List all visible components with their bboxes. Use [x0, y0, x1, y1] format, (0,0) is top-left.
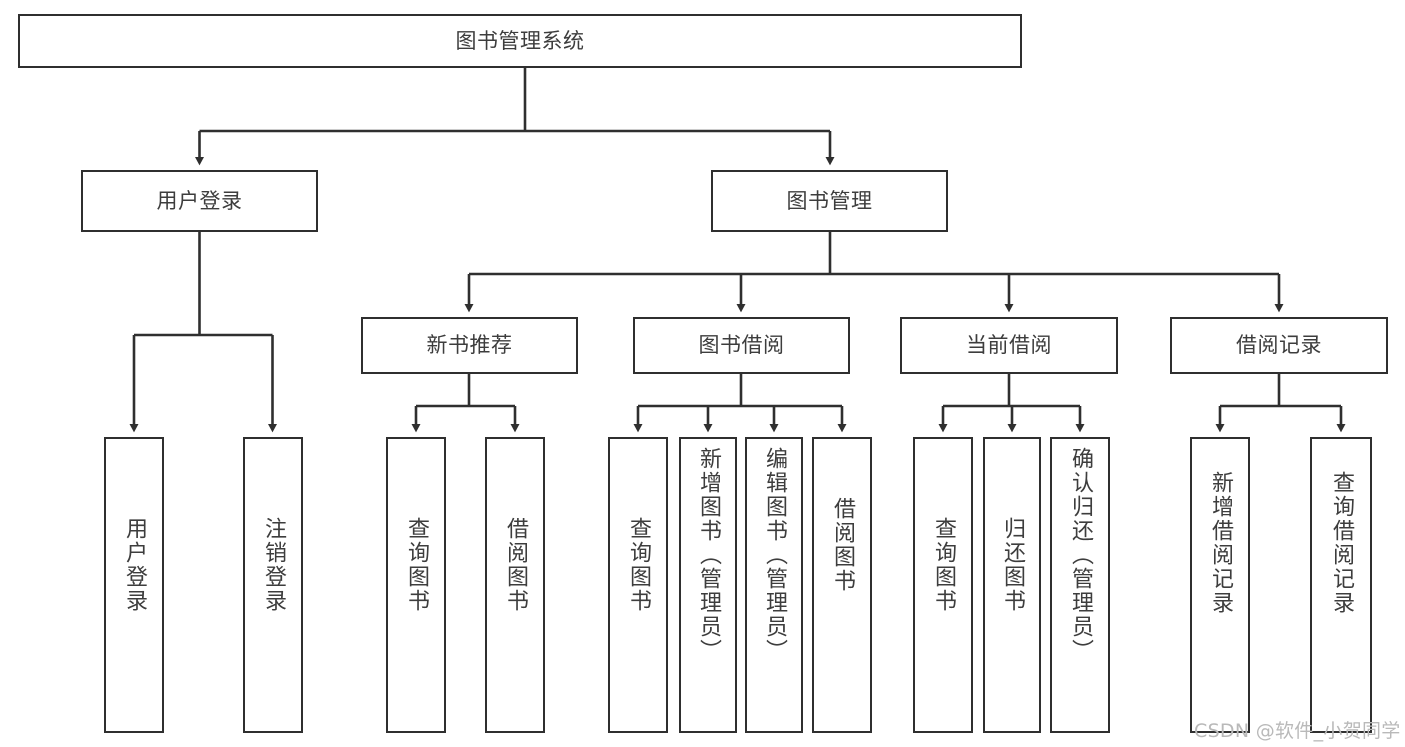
node-leaf-query-book-recommend[interactable]: 查询图书	[386, 437, 446, 733]
node-leaf-edit-book-admin[interactable]: 编辑图书（管理员）	[745, 437, 803, 733]
node-leaf-borrow-book-recommend[interactable]: 借阅图书	[485, 437, 545, 733]
node-label: 查询借阅记录	[1329, 471, 1354, 615]
node-label: 新增借阅记录	[1208, 471, 1233, 615]
node-label: 确认归还（管理员）	[1068, 447, 1093, 663]
node-leaf-user-login[interactable]: 用户登录	[104, 437, 164, 733]
node-label: 图书借阅	[698, 333, 785, 358]
node-label: 归还图书	[1000, 517, 1025, 613]
node-label: 查询图书	[404, 517, 429, 613]
node-new-book-recommend[interactable]: 新书推荐	[361, 317, 578, 374]
node-label: 用户登录	[156, 188, 243, 213]
csdn-watermark: CSDN @软件_小贺同学	[1194, 720, 1401, 742]
node-user-login[interactable]: 用户登录	[81, 170, 318, 232]
node-book-management[interactable]: 图书管理	[711, 170, 948, 232]
node-borrow-record[interactable]: 借阅记录	[1170, 317, 1388, 374]
node-label: 图书管理	[786, 188, 873, 213]
node-label: 编辑图书（管理员）	[762, 447, 787, 663]
node-label: 查询图书	[626, 517, 651, 613]
node-leaf-add-borrow-record[interactable]: 新增借阅记录	[1190, 437, 1250, 733]
node-label: 图书管理系统	[455, 28, 585, 53]
node-leaf-logout-login[interactable]: 注销登录	[243, 437, 303, 733]
node-current-borrow[interactable]: 当前借阅	[900, 317, 1118, 374]
node-label: 查询图书	[931, 517, 956, 613]
node-label: 借阅记录	[1236, 333, 1322, 358]
node-label: 借阅图书	[503, 517, 528, 613]
node-label: 新书推荐	[426, 333, 513, 358]
node-book-borrow[interactable]: 图书借阅	[633, 317, 850, 374]
node-leaf-query-book-borrow[interactable]: 查询图书	[608, 437, 668, 733]
node-label: 用户登录	[122, 517, 147, 613]
node-label: 当前借阅	[966, 333, 1052, 358]
node-label: 借阅图书	[830, 497, 855, 593]
node-leaf-confirm-return-admin[interactable]: 确认归还（管理员）	[1050, 437, 1110, 733]
node-label: 新增图书（管理员）	[696, 447, 721, 663]
node-leaf-add-book-admin[interactable]: 新增图书（管理员）	[679, 437, 737, 733]
node-leaf-query-book-current[interactable]: 查询图书	[913, 437, 973, 733]
node-root-system[interactable]: 图书管理系统	[18, 14, 1022, 68]
node-leaf-return-book[interactable]: 归还图书	[983, 437, 1041, 733]
node-leaf-borrow-book[interactable]: 借阅图书	[812, 437, 872, 733]
node-leaf-query-borrow-record[interactable]: 查询借阅记录	[1310, 437, 1372, 733]
node-label: 注销登录	[261, 517, 286, 613]
